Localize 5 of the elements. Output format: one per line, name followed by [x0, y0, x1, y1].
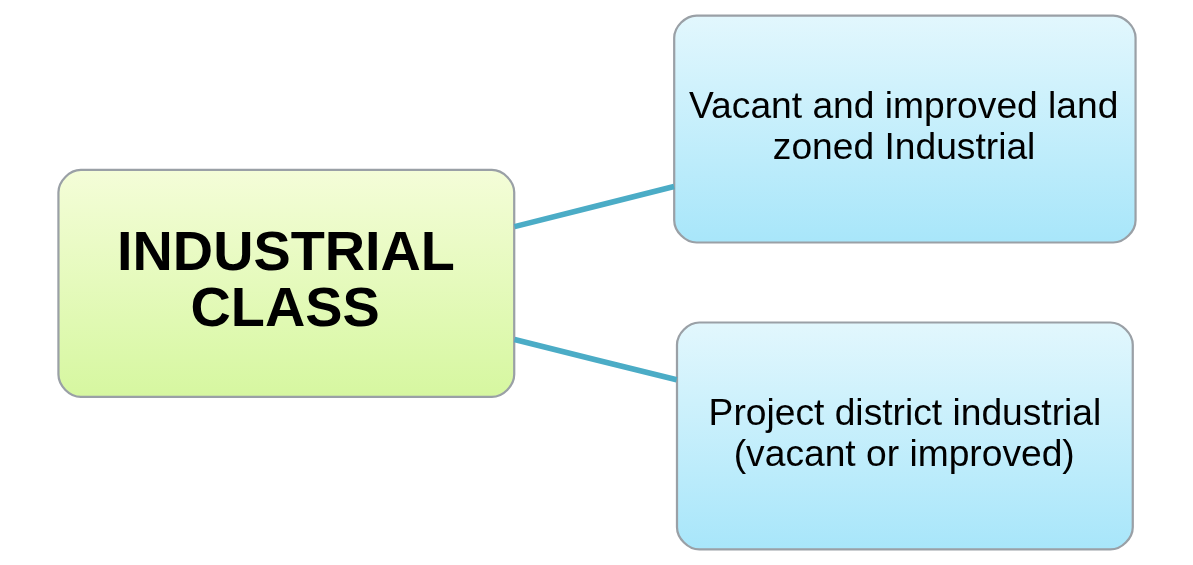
- connector: [513, 336, 677, 383]
- node-box: Project district industrial (vacant or improved): [675, 321, 1134, 551]
- node-box: Vacant and improved land zoned Industrial: [672, 14, 1137, 244]
- connector: [513, 183, 675, 230]
- node-box: INDUSTRIAL CLASS: [56, 168, 515, 399]
